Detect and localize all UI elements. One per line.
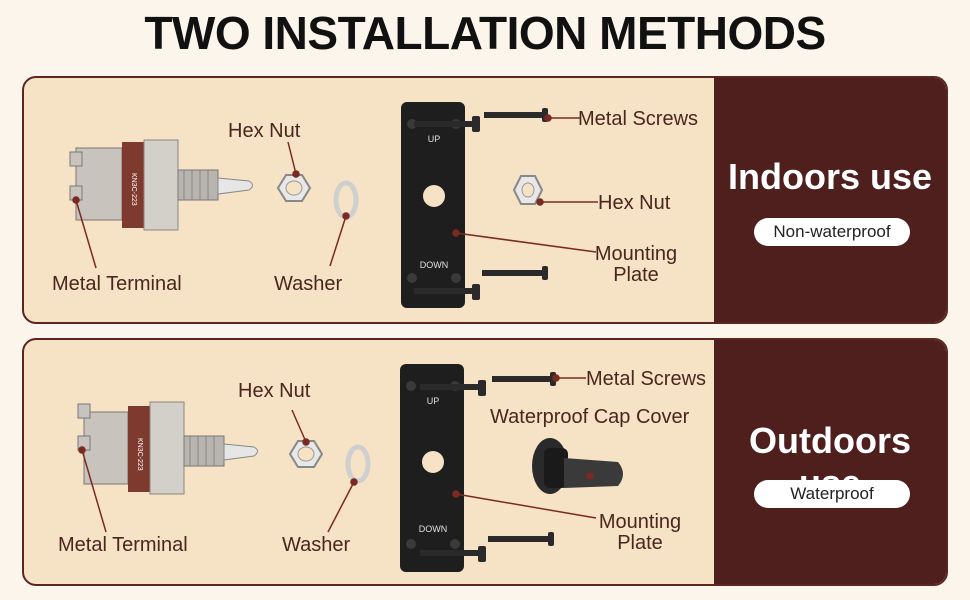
indoor-illustration: KN3C-223 UP DOWN: [69, 102, 598, 308]
screw-icon: [420, 372, 556, 562]
metal-screws-label: Metal Screws: [586, 368, 707, 390]
washer-label: Washer: [274, 273, 343, 295]
waterproof-badge: Waterproof: [754, 480, 910, 508]
toggle-switch-icon: KN3C-223: [69, 139, 253, 231]
plate-up-text: UP: [428, 134, 441, 144]
svg-text:KN3C-223: KN3C-223: [130, 173, 137, 206]
hex-nut-label: Hex Nut: [238, 380, 311, 402]
indoor-panel: KN3C-223 UP DOWN: [22, 76, 948, 324]
leader-lines: [72, 114, 598, 269]
non-waterproof-badge: Non-waterproof: [754, 218, 910, 246]
metal-screws-label: Metal Screws: [578, 108, 699, 130]
plate-up-text: UP: [427, 396, 440, 406]
toggle-switch-icon: KN3C-223: [77, 401, 258, 495]
plate-down-text: DOWN: [420, 260, 449, 270]
hex-nut-label: Hex Nut: [228, 120, 301, 142]
indoor-heading: Indoors use: [727, 156, 933, 197]
outdoor-side-panel: Outdoors use Waterproof: [714, 340, 946, 584]
outdoor-illustration: KN3C-223 UP DOWN: [77, 364, 623, 572]
hex-nut-right-label: Hex Nut: [598, 192, 671, 214]
metal-terminal-label: Metal Terminal: [52, 273, 182, 295]
screw-icon: [414, 108, 548, 300]
leader-lines: [78, 374, 597, 533]
mounting-plate-icon: UP DOWN: [401, 102, 465, 308]
page-title: TWO INSTALLATION METHODS: [144, 7, 826, 59]
metal-terminal-label: Metal Terminal: [58, 534, 188, 556]
plate-down-text: DOWN: [419, 524, 448, 534]
mounting-plate-label: Mounting Plate: [594, 243, 678, 286]
mounting-plate-label: Mounting Plate: [598, 511, 682, 554]
outdoor-panel: KN3C-223 UP DOWN: [22, 338, 948, 586]
waterproof-cap-label: Waterproof Cap Cover: [490, 406, 690, 428]
washer-icon: [333, 180, 359, 220]
waterproof-cap-icon: [532, 438, 623, 494]
mounting-plate-icon: UP DOWN: [400, 364, 464, 572]
indoor-side-panel: Indoors use Non-waterproof: [714, 78, 946, 322]
washer-label: Washer: [282, 534, 351, 556]
svg-text:KN3C-223: KN3C-223: [136, 438, 143, 471]
washer-icon: [345, 444, 371, 484]
